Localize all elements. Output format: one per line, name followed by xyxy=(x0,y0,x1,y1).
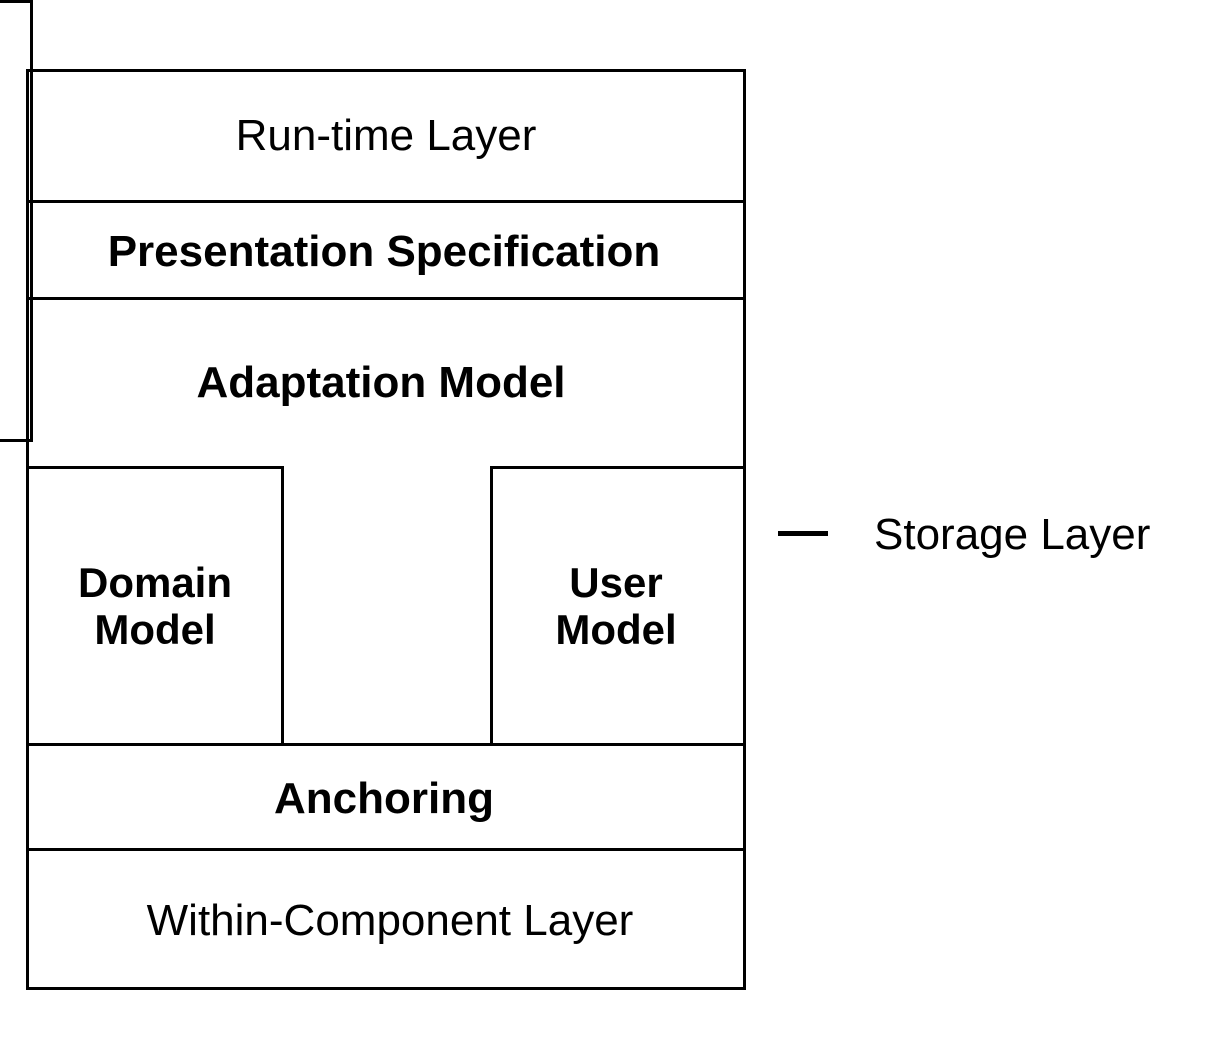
model-label-domain-model: Domain Model xyxy=(77,558,232,653)
user-model-box xyxy=(490,466,746,746)
model-label-user-model: User Model xyxy=(555,558,677,653)
divider-below-anchoring xyxy=(26,848,746,851)
layer-label-anchoring: Anchoring xyxy=(274,773,494,823)
divider-below-presentation-spec xyxy=(26,297,746,300)
layer-label-run-time: Run-time Layer xyxy=(235,111,537,161)
layer-label-presentation-specification: Presentation Specification xyxy=(107,226,661,276)
layer-label-adaptation-model: Adaptation Model xyxy=(196,358,566,408)
leader-line-icon xyxy=(778,531,828,536)
brace-bracket-icon xyxy=(0,0,33,442)
divider-below-adaptation-zone xyxy=(26,743,746,746)
annotation-label-storage-layer: Storage Layer xyxy=(874,510,1151,559)
domain-model-box xyxy=(26,466,284,746)
divider-below-run-time-layer xyxy=(26,200,746,203)
layer-label-within-component: Within-Component Layer xyxy=(146,895,634,945)
